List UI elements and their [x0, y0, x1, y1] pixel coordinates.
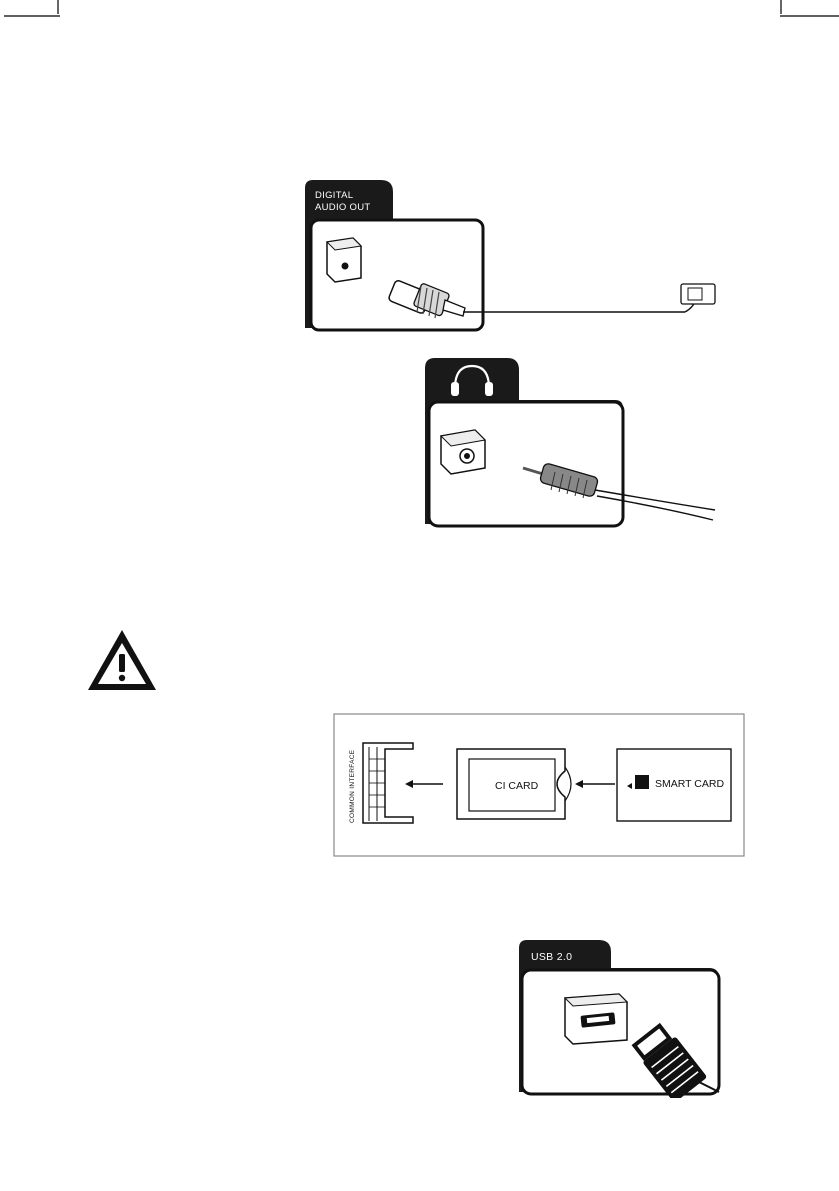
headphones-icon: [451, 364, 493, 396]
external-device-jack-icon: [680, 283, 716, 305]
smart-card-label: SMART CARD: [655, 778, 724, 790]
digital-audio-out-tab-line2: AUDIO OUT: [315, 202, 370, 213]
headphone-socket-icon: [439, 429, 487, 475]
ci-slot-icon: [362, 742, 414, 824]
digital-audio-out-figure: DIGITAL AUDIO OUT: [305, 180, 716, 332]
digital-audio-out-tab-line1: DIGITAL: [315, 190, 353, 201]
usb-socket-icon: [563, 993, 629, 1045]
usb-figure: USB 2.0: [519, 940, 721, 1098]
common-interface-label: COMMON INTERFACE: [349, 749, 356, 823]
common-interface-figure: COMMON INTERFACE CI CARD SMART CARD: [333, 713, 745, 857]
usb-plug-icon: [631, 1022, 707, 1098]
warning-triangle-icon: [88, 630, 156, 690]
usb-tab-label: USB 2.0: [531, 951, 572, 963]
smart-card: [616, 748, 732, 822]
headphone-plug-icon: [522, 463, 599, 499]
optical-socket-icon: [325, 237, 363, 283]
ci-card: [456, 748, 572, 820]
headphone-figure: [425, 358, 716, 528]
crop-marks: [4, 0, 839, 17]
arrow-left-icon: [575, 780, 615, 788]
optical-plug-icon: [388, 280, 466, 319]
ci-card-label: CI CARD: [495, 780, 539, 792]
arrow-left-icon: [405, 780, 443, 788]
